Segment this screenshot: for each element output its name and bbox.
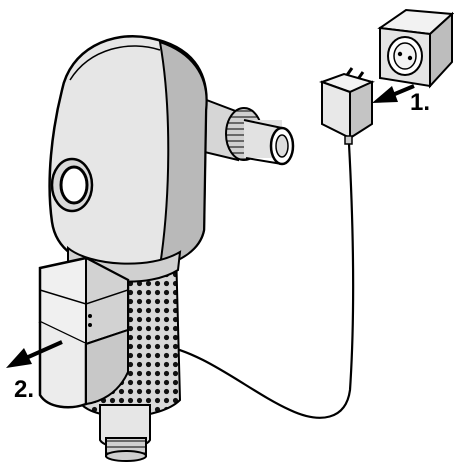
status-led	[88, 314, 92, 318]
drain-valve	[99, 404, 151, 462]
filter-head	[48, 35, 208, 283]
power-adapter	[319, 67, 375, 145]
arrow-step-1	[372, 84, 415, 103]
filter-device	[38, 35, 295, 462]
battery-module	[38, 256, 130, 409]
step-2-label: 2.	[14, 376, 34, 403]
arrow-step-2	[6, 340, 63, 368]
step-1-label: 1.	[410, 89, 430, 116]
wall-socket	[377, 8, 454, 89]
side-connector	[195, 94, 295, 166]
